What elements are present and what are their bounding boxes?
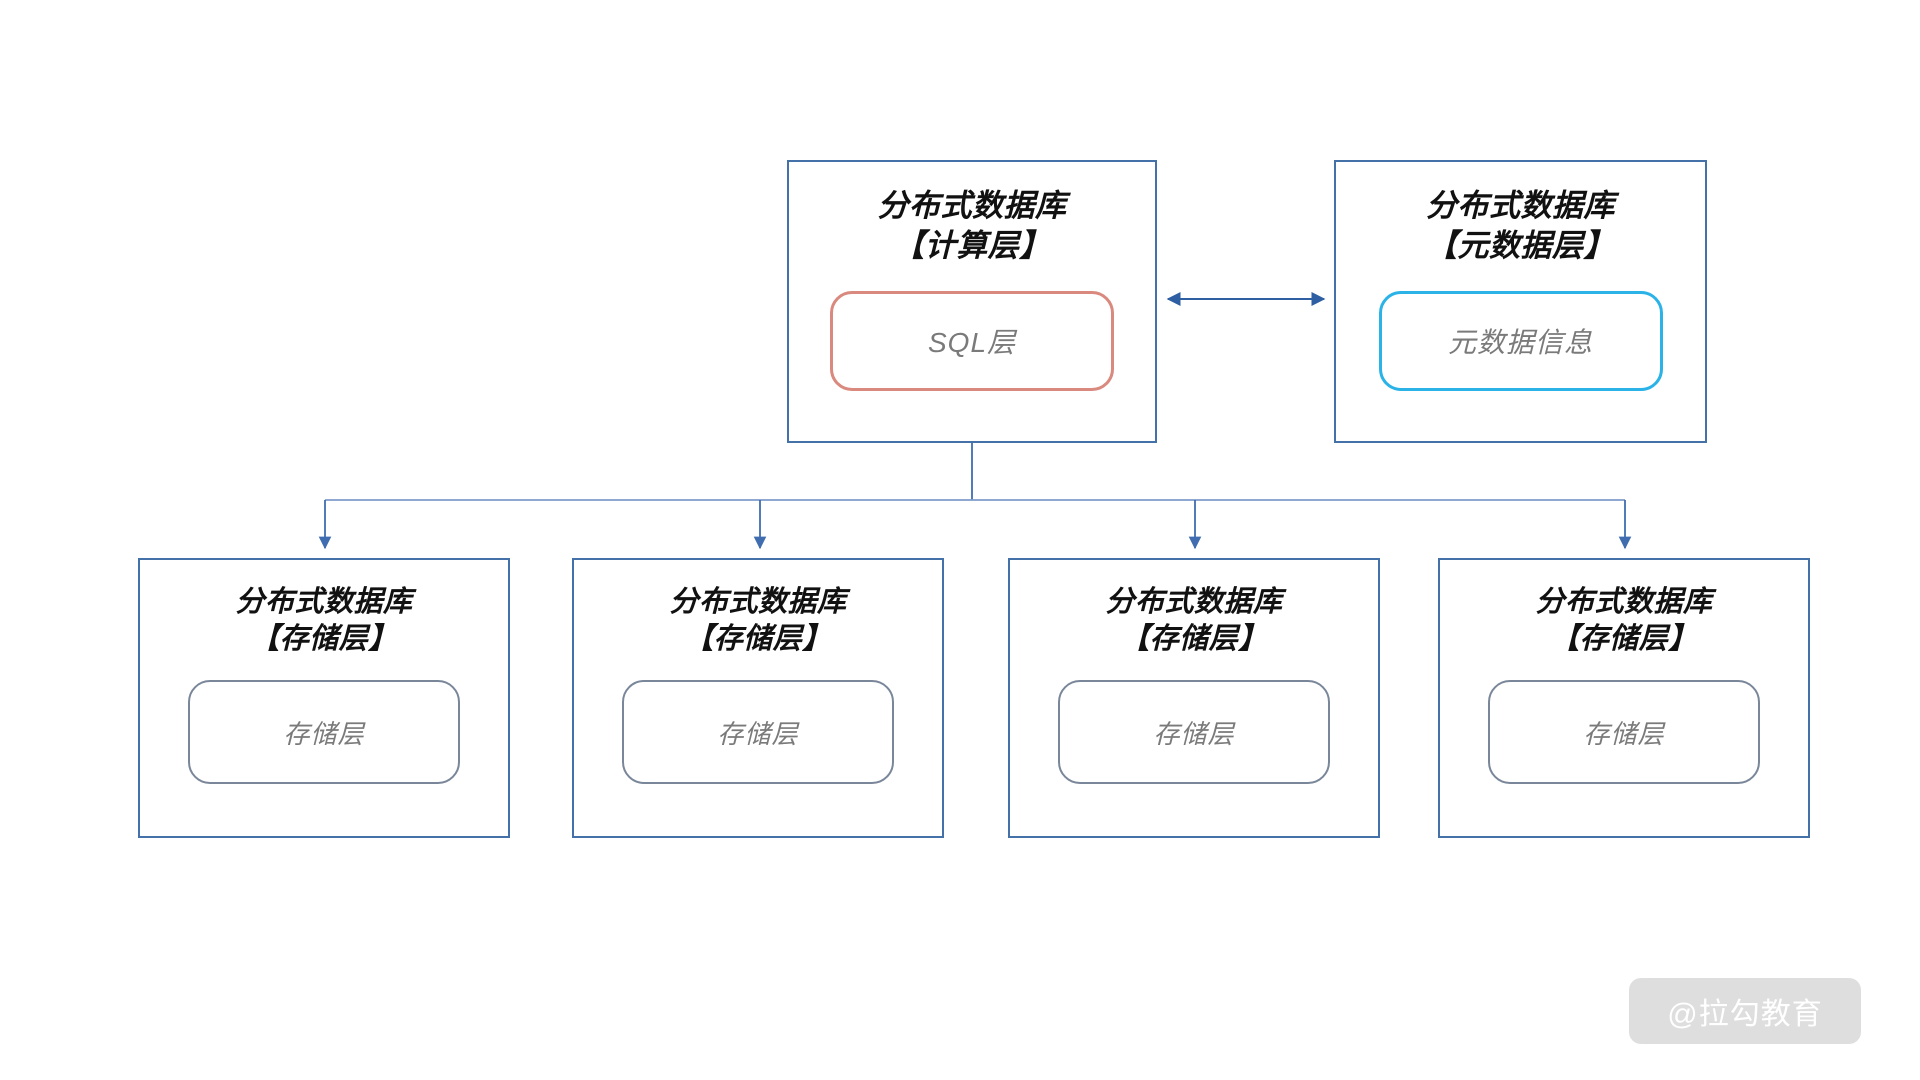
pill-storage-layer-2[interactable]: 存储层 — [622, 680, 894, 785]
node-storage-layer-1[interactable]: 分布式数据库 【存储层】 存储层 — [138, 558, 510, 838]
pill-sql-layer[interactable]: SQL层 — [830, 291, 1114, 392]
watermark-badge: @拉勾教育 — [1629, 978, 1861, 1044]
node-title-storage-layer-2: 分布式数据库 【存储层】 — [669, 586, 847, 656]
pill-storage-layer-4[interactable]: 存储层 — [1488, 680, 1760, 785]
pill-label-storage-layer-1: 存储层 — [283, 718, 365, 749]
node-title-metadata-layer: 分布式数据库 【元数据层】 — [1426, 188, 1615, 263]
node-title-storage-layer-3: 分布式数据库 【存储层】 — [1105, 586, 1283, 656]
node-storage-layer-4[interactable]: 分布式数据库 【存储层】 存储层 — [1438, 558, 1810, 838]
pill-label-storage-layer-2: 存储层 — [717, 718, 799, 749]
node-metadata-layer[interactable]: 分布式数据库 【元数据层】 元数据信息 — [1334, 160, 1707, 443]
pill-metadata-info[interactable]: 元数据信息 — [1378, 291, 1663, 392]
pill-storage-layer-3[interactable]: 存储层 — [1058, 680, 1330, 785]
pill-label-metadata-info: 元数据信息 — [1447, 327, 1593, 359]
pill-label-storage-layer-3: 存储层 — [1153, 718, 1235, 749]
pill-label-storage-layer-4: 存储层 — [1583, 718, 1665, 749]
node-storage-layer-2[interactable]: 分布式数据库 【存储层】 存储层 — [572, 558, 944, 838]
node-title-compute-layer: 分布式数据库 【计算层】 — [877, 188, 1067, 263]
node-title-storage-layer-4: 分布式数据库 【存储层】 — [1535, 586, 1713, 656]
node-storage-layer-3[interactable]: 分布式数据库 【存储层】 存储层 — [1008, 558, 1380, 838]
pill-storage-layer-1[interactable]: 存储层 — [188, 680, 460, 785]
node-title-storage-layer-1: 分布式数据库 【存储层】 — [235, 586, 413, 656]
node-compute-layer[interactable]: 分布式数据库 【计算层】 SQL层 — [787, 160, 1157, 443]
pill-label-sql-layer: SQL层 — [927, 327, 1017, 359]
watermark-text: @拉勾教育 — [1667, 998, 1823, 1031]
